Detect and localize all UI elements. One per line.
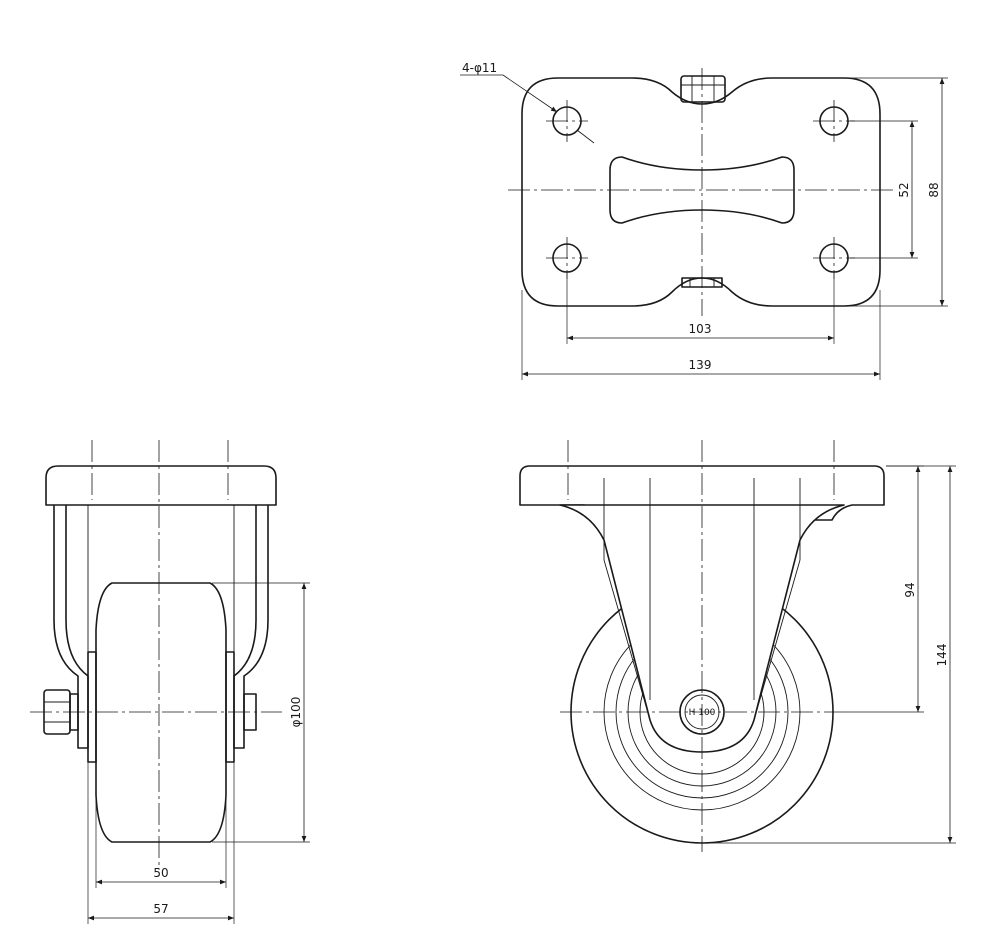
dim-hole-spacing-horizontal: 103 [689, 322, 712, 336]
dim-overall-width: 57 [153, 902, 168, 916]
dim-hole-spacing-vertical: 52 [897, 182, 911, 197]
dim-wheel-diameter: φ100 [289, 697, 303, 728]
side-right-hub-plate [225, 651, 235, 763]
front-view: H 100 94 144 [519, 440, 956, 852]
side-left-fork-leg [53, 505, 89, 749]
dim-plate-width: 139 [689, 358, 712, 372]
top-nut [680, 75, 726, 103]
dim-plate-height: 88 [927, 182, 941, 197]
top-view: 4-φ11 52 88 103 139 [460, 61, 948, 380]
dim-overall-height: 144 [935, 644, 949, 667]
hole-callout-label: 4-φ11 [462, 61, 497, 75]
dim-axle-height: 94 [903, 582, 917, 597]
side-top-plate [45, 465, 277, 506]
side-right-fork-leg [233, 505, 269, 749]
side-left-hub-plate [87, 651, 97, 763]
top-plate-outline [521, 77, 881, 307]
dim-wheel-width: 50 [153, 866, 168, 880]
side-view: φ100 50 57 [30, 440, 310, 924]
side-wheel [95, 582, 227, 843]
top-center-slot [609, 156, 795, 224]
